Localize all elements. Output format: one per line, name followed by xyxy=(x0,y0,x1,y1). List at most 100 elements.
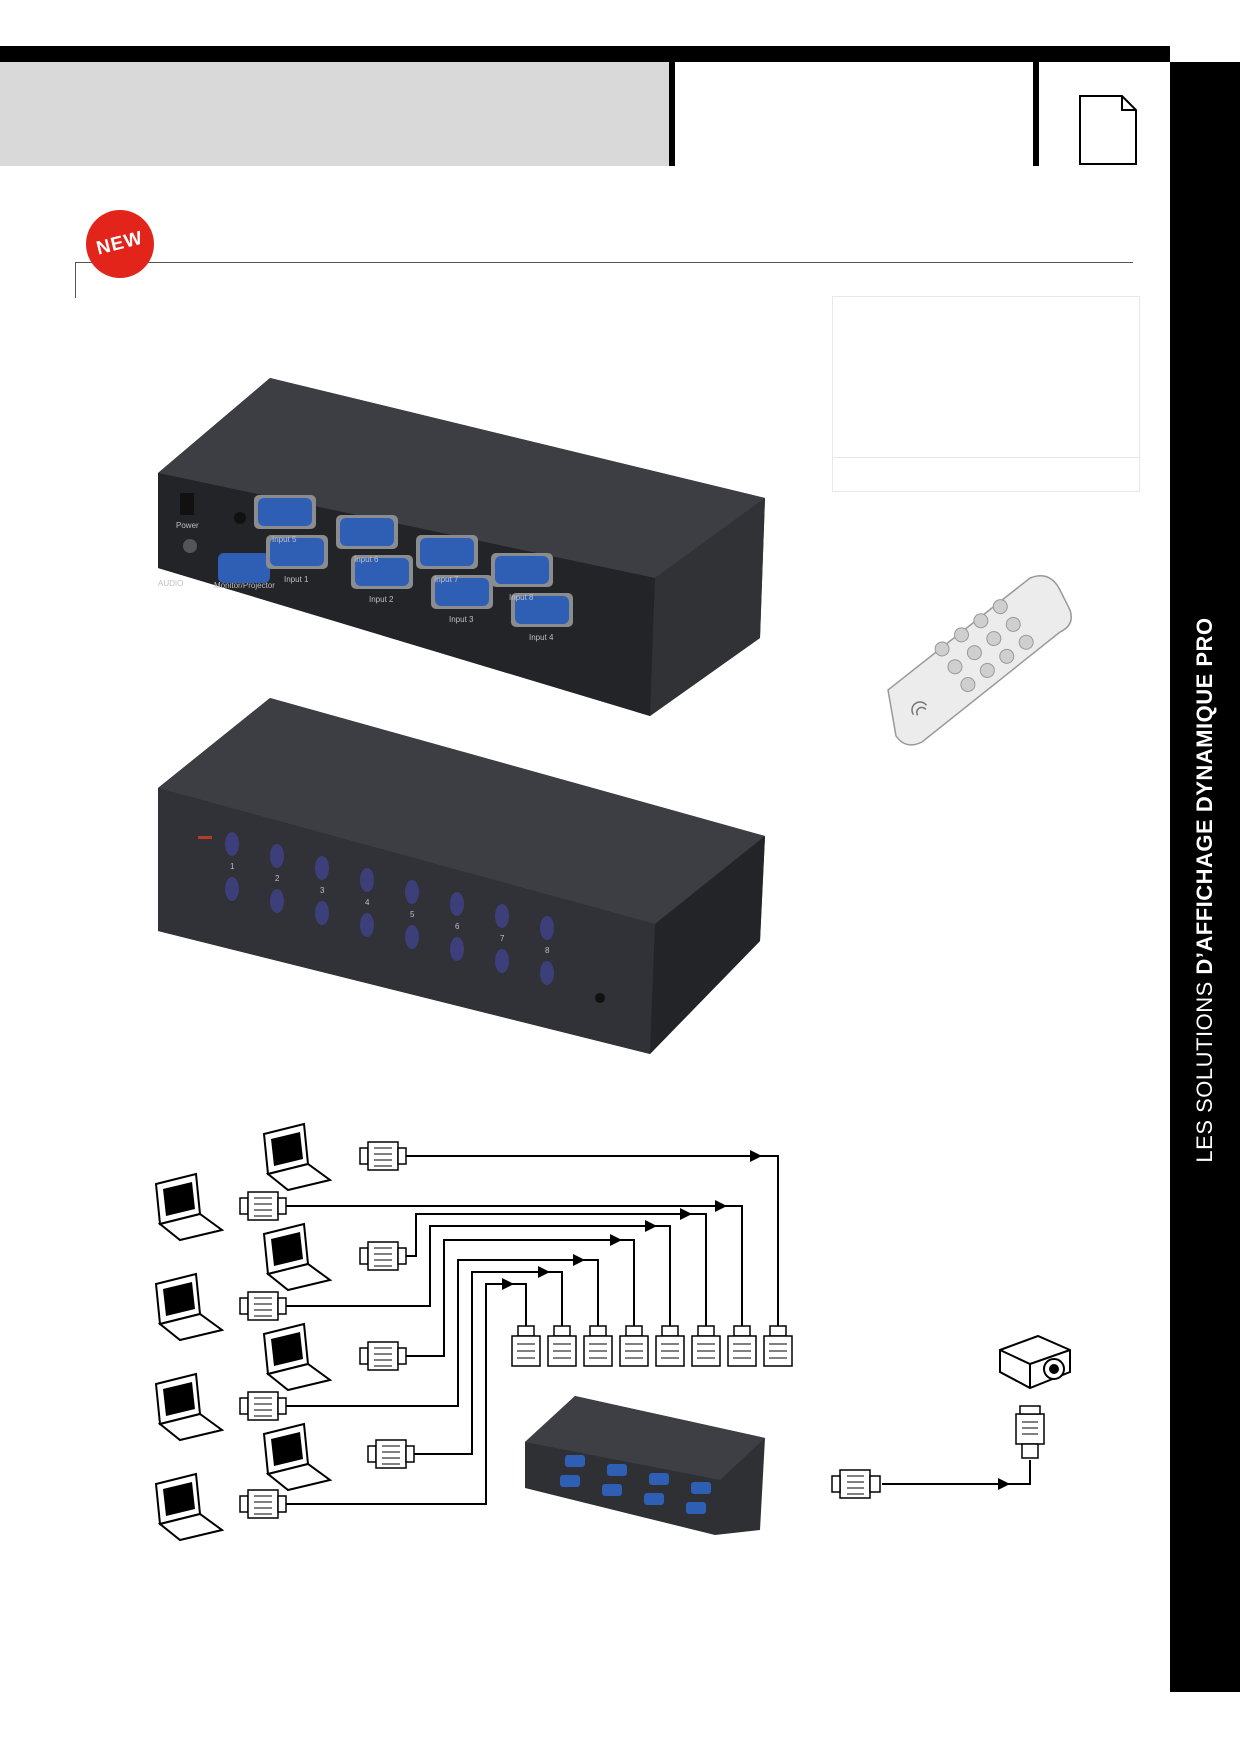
wifi-icon xyxy=(911,701,928,716)
diagram-device-image xyxy=(525,1396,765,1535)
monitor-label: Monitor/Projector xyxy=(214,581,275,590)
section-rule-tick xyxy=(75,262,76,298)
channel-select-button xyxy=(270,889,284,913)
vga-port-icon xyxy=(686,1502,706,1514)
sidebar-title: LES SOLUTIONS D’AFFICHAGE DYNAMIQUE PRO xyxy=(1192,617,1218,1162)
info-panel-divider xyxy=(832,457,1140,458)
header-top-rule xyxy=(0,46,1170,62)
channel-select-button xyxy=(495,904,509,928)
channel-select-button xyxy=(315,856,329,880)
vga-connector-icon xyxy=(239,1391,287,1421)
channel-select-button xyxy=(450,892,464,916)
vga-connector-input-icon xyxy=(511,1325,541,1367)
channel-label: 1 xyxy=(230,862,235,871)
laptop-icon xyxy=(262,1422,333,1492)
device-rear-view-image: Power AUDIO Monitor/Projector Input 1Inp… xyxy=(158,378,765,716)
channel-label: 6 xyxy=(455,922,460,931)
remote-button xyxy=(966,645,982,661)
vga-port-icon xyxy=(560,1475,580,1487)
vga-connector-projector-icon xyxy=(1015,1405,1045,1459)
vga-port-icon xyxy=(644,1493,664,1505)
channel-select-button xyxy=(450,937,464,961)
vga-connector-input-icon xyxy=(583,1325,613,1367)
sidebar-title-prefix: LES SOLUTIONS xyxy=(1192,974,1217,1163)
laptop-icon xyxy=(154,1372,225,1442)
power-switch-icon xyxy=(180,493,194,515)
channel-select-button xyxy=(360,868,374,892)
input-label: Input 6 xyxy=(354,555,379,564)
remote-control-image xyxy=(887,575,1072,746)
vga-connector-icon xyxy=(239,1489,287,1519)
channel-select-button xyxy=(495,949,509,973)
channel-label: 3 xyxy=(320,886,325,895)
input-label: Input 3 xyxy=(449,615,474,624)
power-led xyxy=(198,836,212,839)
header-title-band xyxy=(0,62,669,166)
arrow-icon xyxy=(645,1220,657,1232)
power-label: Power xyxy=(176,521,199,530)
arrow-icon xyxy=(715,1200,727,1212)
vga-connector-input-icon xyxy=(763,1325,793,1367)
remote-button xyxy=(953,627,969,643)
arrow-icon xyxy=(680,1208,692,1220)
arrow-icon xyxy=(750,1150,762,1162)
vga-port-monitor-icon xyxy=(218,553,270,583)
laptop-icon xyxy=(154,1472,225,1542)
header-divider xyxy=(1033,62,1039,166)
laptop-icon xyxy=(262,1222,333,1292)
section-rule xyxy=(75,262,1133,263)
channel-select-button xyxy=(315,901,329,925)
input-label: Input 4 xyxy=(529,633,554,642)
channel-select-button xyxy=(540,916,554,940)
vga-connector-icon xyxy=(239,1291,287,1321)
vga-connector-input-icon xyxy=(655,1325,685,1367)
vga-port-icon xyxy=(607,1464,627,1476)
remote-button xyxy=(1018,634,1034,650)
sidebar-title-emphasis: D’AFFICHAGE DYNAMIQUE PRO xyxy=(1192,617,1217,975)
channel-label: 2 xyxy=(275,874,280,883)
vga-connector-icon xyxy=(367,1439,415,1469)
header-divider xyxy=(669,62,675,166)
arrow-icon xyxy=(502,1278,514,1290)
channel-select-button xyxy=(225,832,239,856)
page-icon xyxy=(1079,95,1137,165)
vga-connector-icon xyxy=(239,1191,287,1221)
vga-port-icon xyxy=(691,1482,711,1494)
channel-select-button xyxy=(360,913,374,937)
remote-button xyxy=(986,631,1002,647)
remote-button xyxy=(973,613,989,629)
audio-jack-icon xyxy=(183,539,197,553)
dc-jack-icon xyxy=(234,512,246,524)
new-badge-icon xyxy=(86,210,154,278)
vga-port-icon xyxy=(565,1455,585,1467)
vga-port-input-icon xyxy=(431,575,493,609)
vga-port-icon xyxy=(602,1484,622,1496)
vga-connector-input-icon xyxy=(727,1325,757,1367)
vga-port-input-icon xyxy=(254,495,316,529)
connection-diagram xyxy=(154,1122,1071,1542)
vga-port-input-icon xyxy=(511,593,573,627)
channel-select-button xyxy=(225,877,239,901)
audio-label: AUDIO xyxy=(158,579,183,588)
laptop-icon xyxy=(262,1322,333,1392)
channel-label: 4 xyxy=(365,898,370,907)
sidebar xyxy=(1170,62,1240,1692)
vga-port-input-icon xyxy=(336,515,398,549)
laptop-icon xyxy=(154,1272,225,1342)
ir-receiver-icon xyxy=(595,993,605,1003)
channel-select-button xyxy=(405,880,419,904)
input-label: Input 2 xyxy=(369,595,394,604)
channel-select-button xyxy=(540,961,554,985)
vga-connector-input-icon xyxy=(691,1325,721,1367)
remote-button xyxy=(999,648,1015,664)
input-label: Input 7 xyxy=(434,575,459,584)
vga-port-icon xyxy=(649,1473,669,1485)
arrow-icon xyxy=(538,1266,550,1278)
laptop-icon xyxy=(154,1172,225,1242)
vga-connector-icon xyxy=(359,1241,407,1271)
channel-label: 8 xyxy=(545,946,550,955)
laptop-icon xyxy=(262,1122,333,1192)
input-label: Input 8 xyxy=(509,593,534,602)
remote-button xyxy=(979,662,995,678)
